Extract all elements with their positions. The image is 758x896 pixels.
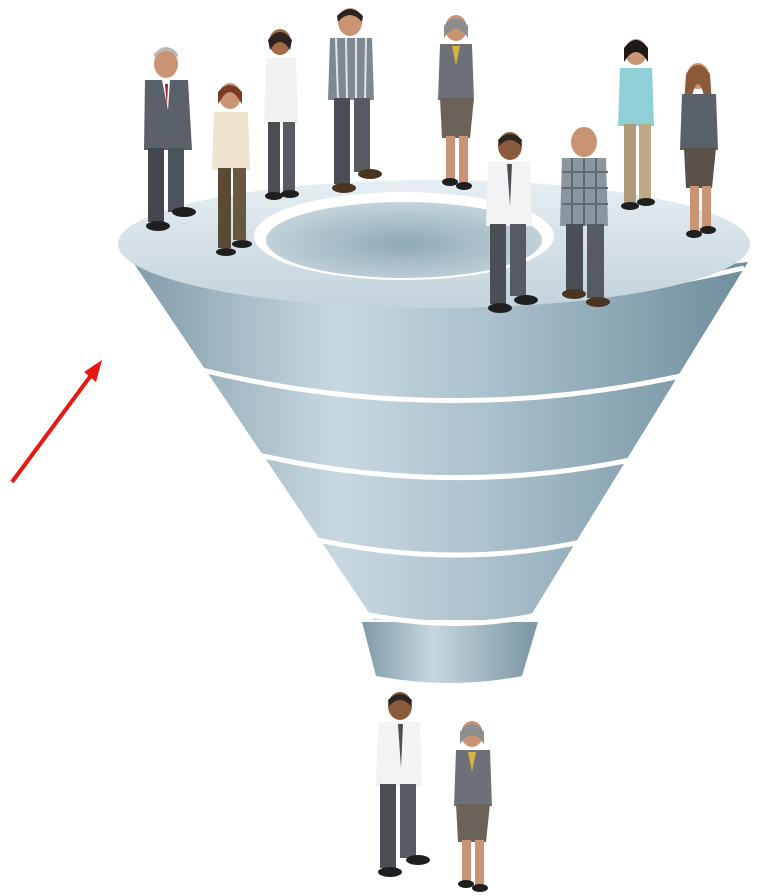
funnel-band	[245, 449, 641, 481]
person-woman-cream-blouse	[212, 83, 252, 256]
person-woman-white-blouse	[264, 29, 299, 200]
funnel-band	[299, 533, 591, 558]
person-man-suit-red-tie	[144, 47, 196, 231]
funnel-band	[355, 609, 543, 626]
funnel-hole	[266, 202, 542, 278]
funnel-cone	[118, 240, 748, 620]
person-woman-long-hair	[680, 63, 718, 238]
red-arrow	[10, 360, 102, 484]
person-man-striped-shirt	[328, 8, 382, 193]
person-woman-teal-top	[618, 39, 655, 210]
funnel-band	[193, 365, 691, 404]
person-man-below-funnel	[376, 692, 430, 877]
person-woman-below-funnel	[454, 721, 492, 892]
funnel	[118, 180, 750, 683]
funnel-spout	[362, 622, 538, 683]
person-man-plaid-shirt	[560, 127, 610, 307]
person-man-white-shirt	[486, 132, 538, 313]
person-woman-gray-suit	[438, 15, 474, 190]
